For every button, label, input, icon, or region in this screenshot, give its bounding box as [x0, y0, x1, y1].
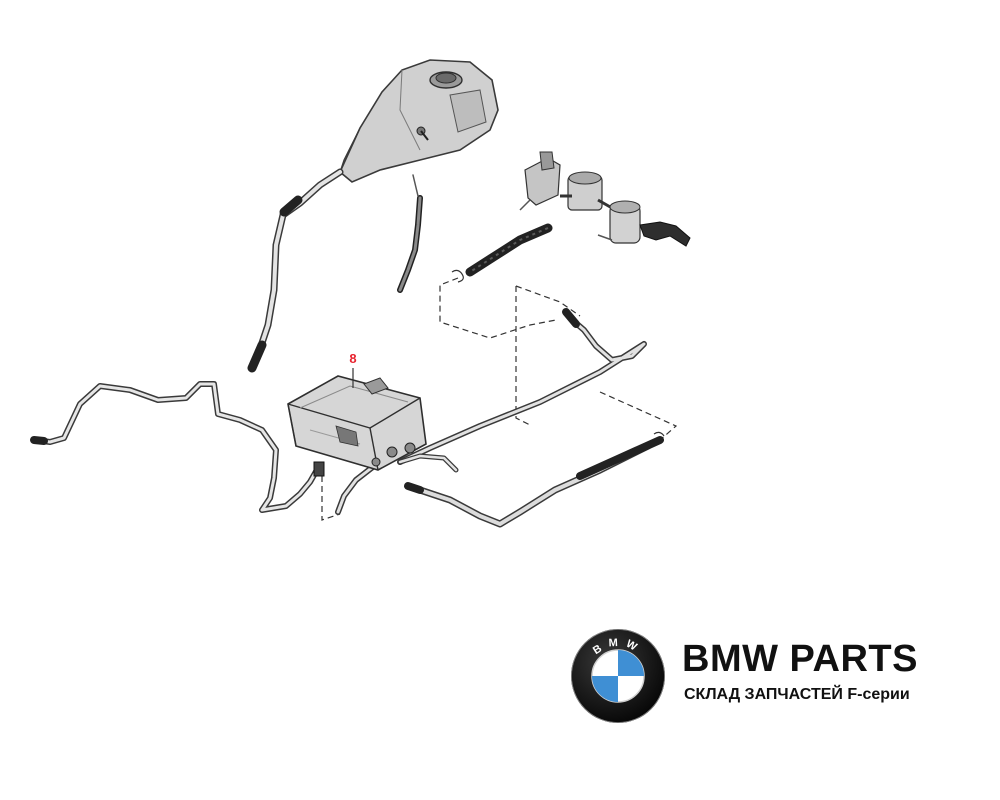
carbon-canister [287, 375, 427, 471]
purge-hose-upper [465, 223, 553, 277]
brand-subtitle: СКЛАД ЗАПЧАСТЕЙ F-серии [684, 686, 910, 703]
purge-line-right [397, 308, 647, 465]
canister-outlet-hoses [335, 453, 459, 515]
vent-line-left [30, 381, 321, 513]
callout-label: 8 [349, 351, 356, 366]
vent-hose-lower [404, 436, 664, 528]
brand-block: BMW BMW PARTS СКЛАД ЗАПЧАСТЕЙ F-серии [570, 628, 990, 728]
bmw-logo: BMW [571, 629, 665, 723]
fuel-tank [339, 59, 499, 183]
connector-clip [313, 461, 325, 477]
dashed-leaders [321, 277, 678, 521]
part-callout: 8 [349, 351, 357, 388]
purge-valve-assembly [519, 151, 691, 247]
tank-hoses [247, 168, 423, 373]
brand-title: BMW PARTS [682, 638, 918, 680]
